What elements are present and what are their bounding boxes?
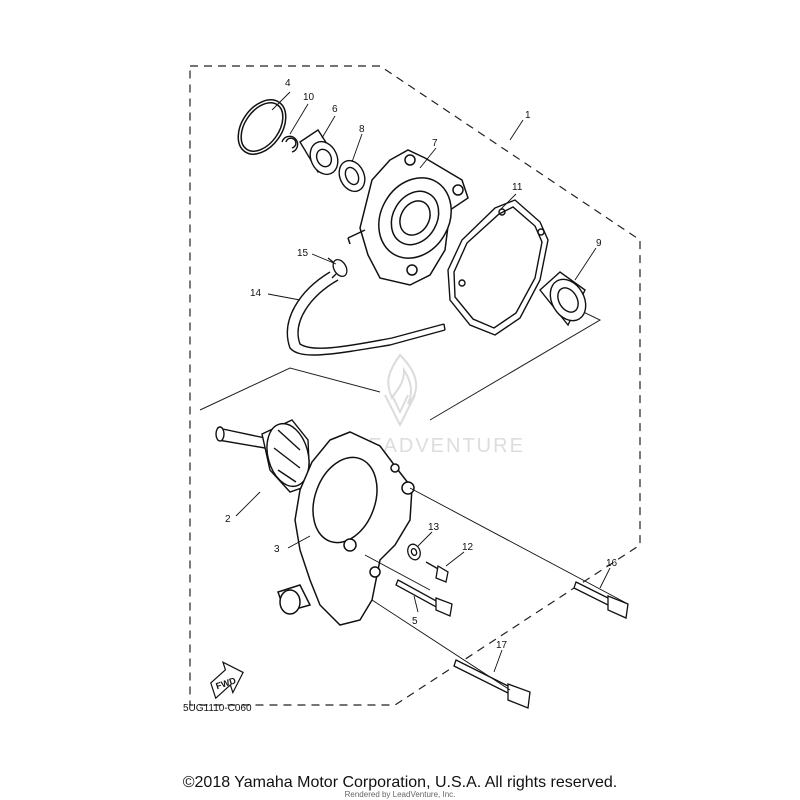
callouts: 1 2 3 4 5 6 7 8 9 10 11 12 13 14 15 16 1… xyxy=(225,78,618,651)
assembly-boundary xyxy=(189,65,641,706)
leadventure-watermark xyxy=(384,353,418,428)
callout-1: 1 xyxy=(525,110,531,121)
oil-seal-large-part xyxy=(539,271,587,327)
callout-12: 12 xyxy=(462,542,474,553)
callout-leaders xyxy=(235,91,611,673)
callout-10: 10 xyxy=(303,92,315,103)
callout-15: 15 xyxy=(297,248,309,259)
gasket-part xyxy=(447,199,549,336)
hose-clamp-part xyxy=(327,257,348,279)
copyright-notice: ©2018 Yamaha Motor Corporation, U.S.A. A… xyxy=(182,774,618,791)
callout-6: 6 xyxy=(332,104,338,115)
callout-3: 3 xyxy=(274,544,280,555)
callout-4: 4 xyxy=(285,78,291,89)
impeller-shaft-part xyxy=(215,419,311,493)
bolt-17-part xyxy=(453,659,531,709)
rendered-by-credit: Rendered by LeadVenture, Inc. xyxy=(344,790,456,799)
hose-part xyxy=(286,271,446,356)
washer-part xyxy=(407,543,421,561)
callout-5: 5 xyxy=(412,616,418,627)
bolt-12-part xyxy=(425,561,449,583)
callout-2: 2 xyxy=(225,514,231,525)
callout-11: 11 xyxy=(512,182,523,193)
assembly-lines xyxy=(364,487,629,691)
pump-housing-part xyxy=(277,431,415,626)
fwd-arrow-icon: FWD xyxy=(210,660,244,700)
circlip-part xyxy=(281,135,299,153)
callout-17: 17 xyxy=(496,640,508,651)
watermark-text: LEADVENTURE xyxy=(355,435,525,457)
cover-group-outline xyxy=(199,307,602,421)
bolt-16-part xyxy=(573,581,629,619)
oil-seal-part xyxy=(338,159,366,193)
pump-cover-part xyxy=(347,149,469,286)
diagram-code: 5UG1110-C060 xyxy=(183,703,252,714)
callout-8: 8 xyxy=(359,124,365,135)
bolt-5-part xyxy=(395,579,453,617)
callout-16: 16 xyxy=(606,558,618,569)
callout-13: 13 xyxy=(428,522,440,533)
callout-14: 14 xyxy=(250,288,262,299)
bearing-part xyxy=(299,129,339,176)
callout-9: 9 xyxy=(596,238,602,249)
o-ring-part xyxy=(237,99,287,155)
callout-7: 7 xyxy=(432,138,438,149)
